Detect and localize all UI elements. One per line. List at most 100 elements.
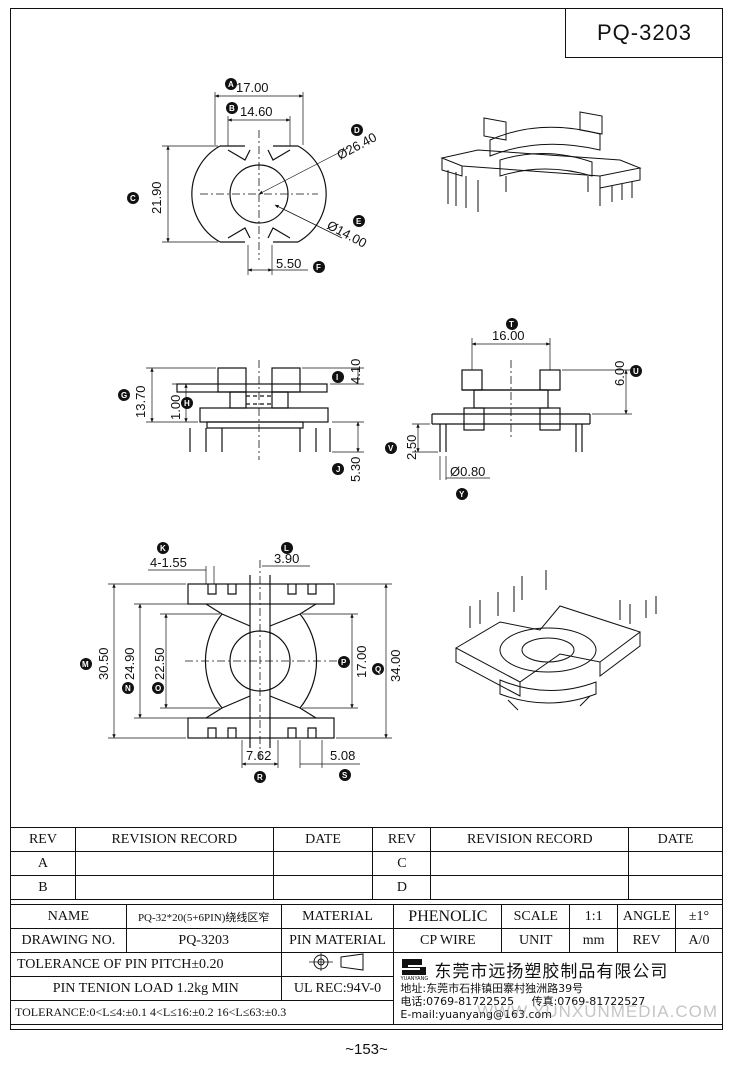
dim-p: 17.00 (354, 645, 369, 678)
svg-text:H: H (184, 399, 190, 408)
drawing-frame (10, 8, 723, 1030)
svg-text:V: V (388, 444, 394, 453)
material-value: PHENOLIC (393, 904, 503, 929)
dim-i: 4.10 (348, 359, 363, 384)
svg-text:A: A (228, 80, 234, 89)
dim-v: 2.50 (404, 435, 419, 460)
bubble-o: O (152, 682, 164, 694)
company-logo-icon (402, 959, 427, 975)
isometric-view-bottom (454, 570, 657, 711)
name-label: NAME (10, 904, 127, 929)
dim-s: 5.08 (330, 748, 355, 763)
tolerance: TOLERANCE:0<L≤4:±0.1 4<L≤16:±0.2 16<L≤63… (9, 1000, 395, 1025)
dim-k: 4-1.55 (150, 555, 187, 570)
svg-text:B: B (229, 104, 235, 113)
company-logo: YUANYANG (400, 957, 428, 982)
company-address: 地址:东莞市石排镇田寨村独洲路39号 (400, 982, 584, 995)
dim-m: 30.50 (96, 647, 111, 680)
unit-label: UNIT (501, 928, 571, 953)
bubble-h: H (181, 397, 193, 409)
rev-cell: B (10, 875, 76, 900)
bubble-g: G (118, 389, 130, 401)
svg-text:R: R (257, 773, 263, 782)
dim-b: 14.60 (240, 104, 273, 119)
pin-tension: PIN TENION LOAD 1.2kg MIN (10, 976, 282, 1001)
rev-label: REV (617, 928, 677, 953)
revision-table: REV REVISION RECORD DATE REV REVISION RE… (10, 827, 723, 900)
svg-text:T: T (509, 320, 514, 329)
isometric-view-top (440, 111, 642, 212)
bubble-u: U (630, 365, 642, 377)
name-value: PQ-32*20(5+6PIN)绕线区窄 (125, 904, 282, 929)
first-angle-projection-icon (308, 953, 363, 971)
date-header-cell: DATE (628, 827, 723, 852)
svg-text:M: M (82, 660, 89, 669)
title-row-drawing: DRAWING NO. PQ-3203 PIN MATERIAL CP WIRE… (10, 928, 723, 953)
record-cell (74, 875, 274, 900)
drawing-no-value: PQ-3203 (125, 928, 282, 953)
table-row: A C (10, 851, 723, 876)
scale-value: 1:1 (569, 904, 619, 929)
svg-text:I: I (336, 373, 338, 382)
company-logo-text: YUANYANG (400, 976, 429, 982)
angle-label: ANGLE (617, 904, 677, 929)
dimension-labels: 17.00 14.60 21.90 Ø26.40 Ø14.00 5.50 13.… (96, 80, 627, 763)
company-fax: 传真:0769-81722527 (531, 995, 646, 1008)
watermark: WWW.YUNXUNMEDIA.COM (477, 1002, 718, 1021)
date-cell (628, 851, 723, 876)
bubble-p: P (338, 656, 350, 668)
projection-symbol (280, 952, 395, 977)
bubble-k: K (157, 542, 169, 554)
bubble-e: E (353, 215, 365, 227)
date-cell (628, 875, 723, 900)
svg-text:Q: Q (375, 665, 381, 674)
unit-value: mm (569, 928, 619, 953)
bubble-n: N (122, 682, 134, 694)
bubble-a: A (225, 78, 237, 90)
title-row-tolerance: TOLERANCE:0<L≤4:±0.1 4<L≤16:±0.2 16<L≤63… (9, 1000, 723, 1025)
bubble-b: B (226, 102, 238, 114)
top-view (162, 92, 349, 275)
company-contact: 电话:0769-81722525 传真:0769-81722527 (400, 995, 716, 1008)
rev-value: A/0 (675, 928, 723, 953)
svg-text:Y: Y (459, 490, 465, 499)
dim-l: 3.90 (274, 551, 299, 566)
bubble-i: I (332, 371, 344, 383)
bubble-l: L (281, 542, 293, 554)
dim-q: 34.00 (388, 649, 403, 682)
bubble-y: Y (456, 488, 468, 500)
record-cell (430, 851, 630, 876)
svg-text:E: E (356, 217, 362, 226)
svg-text:L: L (284, 544, 289, 553)
svg-text:D: D (354, 126, 360, 135)
company-name: 东莞市远扬塑胶制品有限公司 (434, 962, 669, 982)
dim-h: 1.00 (168, 395, 183, 420)
svg-text:G: G (121, 391, 127, 400)
svg-text:J: J (336, 465, 340, 474)
title-row-pin-tension: PIN TENION LOAD 1.2kg MIN UL REC:94V-0 (10, 976, 723, 1001)
pin-material-label: PIN MATERIAL (280, 928, 395, 953)
dim-n: 24.90 (122, 647, 137, 680)
front-view (412, 338, 632, 480)
rev-header-cell: REV (372, 827, 432, 852)
company-email: E-mail:yuanyang@163.com (400, 1008, 552, 1021)
svg-text:F: F (316, 263, 321, 272)
dim-j: 5.30 (348, 457, 363, 482)
bubble-t: T (506, 318, 518, 330)
bubble-f: F (313, 261, 325, 273)
dim-r: 7.62 (246, 748, 271, 763)
date-cell (272, 851, 374, 876)
bubble-r: R (254, 771, 266, 783)
tolerance-pitch: TOLERANCE OF PIN PITCH±0.20 (10, 952, 282, 977)
table-row: B D (10, 875, 723, 900)
bubble-v: V (385, 442, 397, 454)
rev-cell: D (372, 875, 432, 900)
side-view (146, 360, 364, 460)
scale-label: SCALE (501, 904, 571, 929)
rev-cell: C (372, 851, 432, 876)
dim-c: 21.90 (149, 181, 164, 214)
material-label: MATERIAL (280, 904, 395, 929)
svg-text:C: C (130, 194, 136, 203)
